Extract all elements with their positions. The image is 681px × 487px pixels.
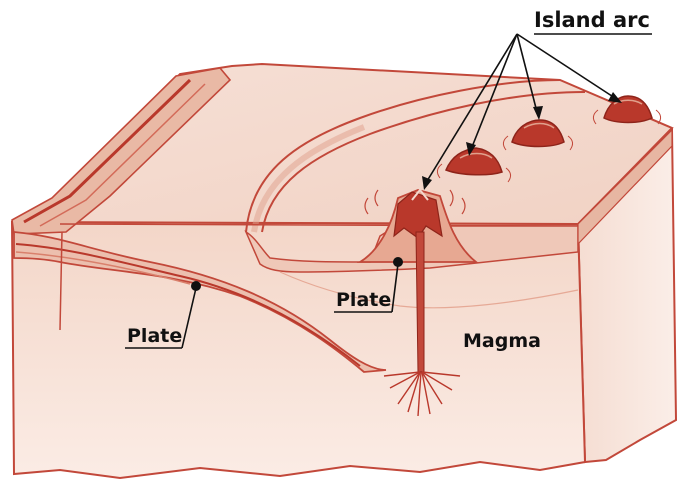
plate-left-label: Plate [127, 327, 182, 346]
plate-right-label: Plate [336, 291, 391, 310]
island-arc-label: Island arc [534, 10, 650, 31]
magma-label: Magma [463, 332, 541, 351]
magma-conduit [416, 232, 424, 372]
